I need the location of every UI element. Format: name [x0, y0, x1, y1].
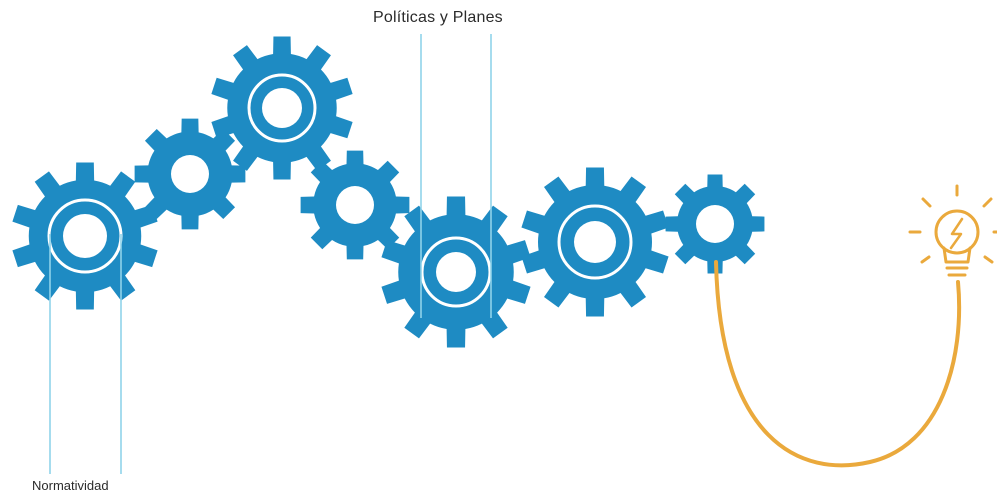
bulb-cable [714, 260, 962, 468]
gear-normatividad-icon [12, 162, 158, 310]
gear-6-icon [521, 167, 669, 317]
lightbulb-icon [908, 184, 997, 277]
gear-2-icon [134, 118, 246, 230]
gear-hole [336, 186, 374, 224]
gears-group [12, 36, 765, 348]
gear-hole [436, 252, 476, 292]
connector-lines [49, 34, 492, 474]
gear-hole [171, 155, 209, 193]
gear-ring [557, 204, 633, 280]
gear-hole [262, 88, 302, 128]
gear-hole [574, 221, 616, 263]
gear-3-icon [211, 36, 353, 180]
normatividad-label: Normatividad [32, 478, 109, 493]
gear-ring [247, 73, 317, 143]
gear-ring [420, 236, 492, 308]
gear-4-icon [300, 150, 410, 260]
gear-hole [696, 205, 734, 243]
gear-politicas-icon [381, 196, 531, 348]
gear-hole [63, 214, 107, 258]
politicas-y-planes-label: Políticas y Planes [373, 9, 503, 26]
gear-7-icon [665, 174, 765, 274]
